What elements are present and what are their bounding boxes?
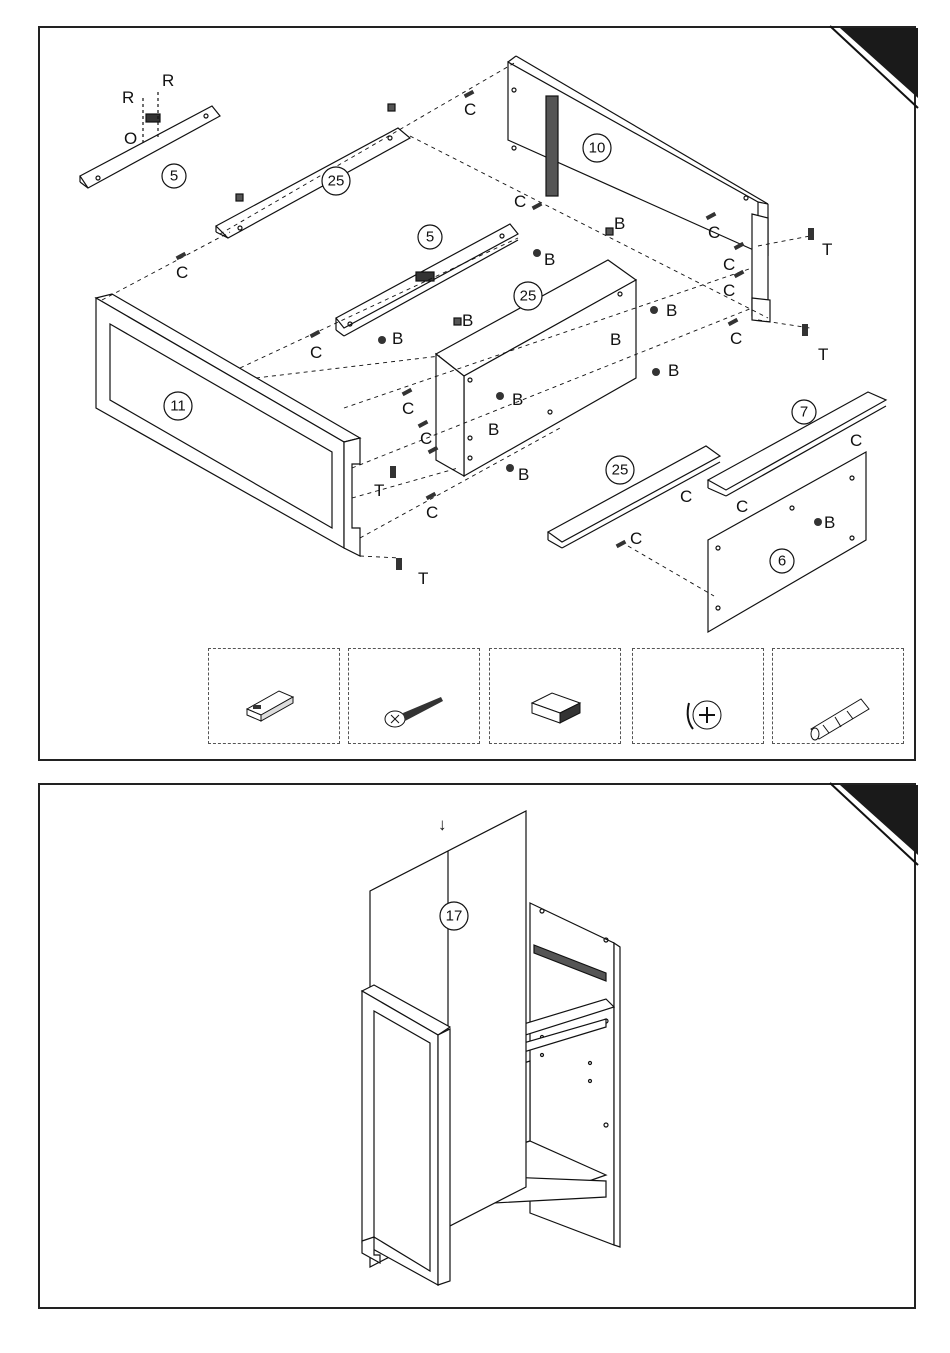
letter-b-7: B [668, 361, 679, 380]
letter-b-8: B [512, 390, 523, 409]
letter-b-2: B [544, 250, 555, 269]
assembly-step-2-panel: ↓ 17 [38, 783, 916, 1309]
cabinet-front-door [362, 985, 450, 1285]
letter-c-13: C [736, 497, 748, 516]
letter-c-4: C [708, 223, 720, 242]
part-10-number: 10 [583, 134, 611, 162]
letter-b-6: B [610, 330, 621, 349]
cam-lock-icon [633, 649, 765, 745]
letter-o: O [124, 129, 137, 148]
letter-c-9: C [402, 399, 414, 418]
svg-text:5: 5 [170, 168, 178, 185]
svg-text:25: 25 [612, 462, 629, 479]
letter-r-1: R [122, 88, 134, 107]
letter-r-2: R [162, 71, 174, 90]
part-7-number: 7 [792, 400, 816, 424]
letter-c-11: C [426, 503, 438, 522]
letter-t-3: T [374, 481, 384, 500]
letter-b-1: B [614, 214, 625, 233]
svg-text:10: 10 [589, 140, 606, 157]
corner-step-tab [830, 26, 918, 108]
part-25-top-rail [216, 104, 410, 238]
letter-c-8: C [310, 343, 322, 362]
hardware-box-dowel [772, 648, 904, 744]
part-6-number: 6 [770, 549, 794, 573]
letter-t-4: T [418, 569, 428, 588]
letter-c-2: C [514, 192, 526, 211]
letter-b-11: B [824, 513, 835, 532]
part-11-number: 11 [164, 392, 192, 420]
alignment-guide-lines [102, 62, 810, 596]
part-10-back-panel [508, 56, 768, 256]
part-25-low-number: 25 [606, 456, 634, 484]
part-25-mid-number: 25 [514, 282, 542, 310]
svg-text:25: 25 [328, 173, 345, 190]
svg-text:25: 25 [520, 288, 537, 305]
svg-text:7: 7 [800, 404, 808, 421]
part-11-front-panel [96, 294, 360, 556]
svg-text:5: 5 [426, 229, 434, 246]
assembly-step-1-panel: 5 25 10 5 25 11 7 25 6 R R O C C C C C C… [38, 26, 916, 761]
hardware-box-cam [632, 648, 764, 744]
svg-text:11: 11 [170, 398, 186, 415]
part-25-side-panel [436, 228, 636, 476]
letter-t-2: T [818, 345, 828, 364]
letter-b-4: B [462, 311, 473, 330]
letter-c-7: C [730, 329, 742, 348]
svg-text:6: 6 [778, 553, 786, 570]
letter-t-1: T [822, 240, 832, 259]
part-17-number: 17 [440, 902, 468, 930]
screw-icon [349, 649, 481, 745]
letter-c-6: C [723, 281, 735, 300]
letter-c-14: C [850, 431, 862, 450]
part-10-end-bracket [752, 214, 770, 322]
hardware-box-screw [348, 648, 480, 744]
wooden-dowel-icon [773, 649, 905, 745]
bumper-pad-icon [490, 649, 622, 745]
insert-direction-arrow: ↓ [438, 815, 447, 834]
letter-c-10: C [420, 429, 432, 448]
part-5-mid-number: 5 [418, 225, 442, 249]
hardware-box-pad [489, 648, 621, 744]
letter-b-9: B [488, 420, 499, 439]
letter-c-15: C [630, 529, 642, 548]
letter-c-3: C [176, 263, 188, 282]
letter-c-1: C [464, 100, 476, 119]
letter-c-12: C [680, 487, 692, 506]
part-25-top-number: 25 [322, 167, 350, 195]
cabinet-back-panel-diagram: ↓ 17 [40, 785, 918, 1311]
letter-b-5: B [666, 301, 677, 320]
letter-b-3: B [392, 329, 403, 348]
part-5-top-number: 5 [162, 164, 186, 188]
corner-step-tab [830, 783, 918, 865]
hardware-box-catch [208, 648, 340, 744]
svg-text:17: 17 [446, 908, 463, 925]
letter-b-10: B [518, 465, 529, 484]
magnetic-catch-icon [209, 649, 341, 745]
letter-c-5: C [723, 255, 735, 274]
